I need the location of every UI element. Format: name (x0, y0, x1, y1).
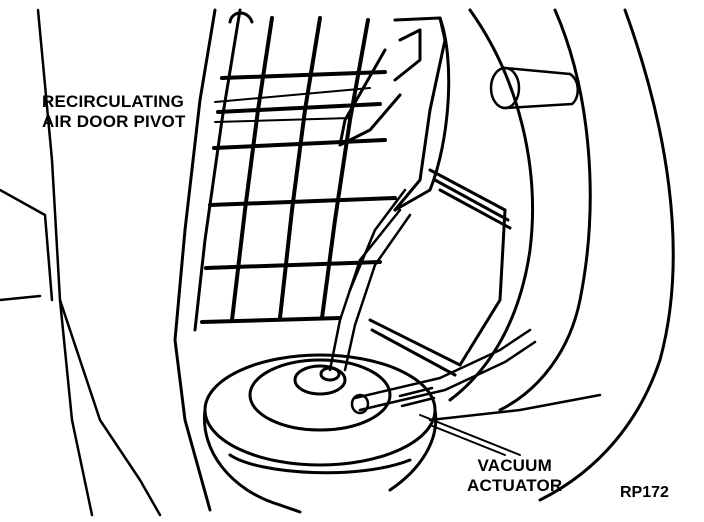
actuator-rod (328, 188, 412, 372)
pipe-fitting (489, 66, 579, 110)
label-line: VACUUM (477, 456, 552, 475)
left-panel (0, 8, 162, 517)
recirculating-air-door-pivot-label: RECIRCULATING AIR DOOR PIVOT (42, 92, 186, 132)
vacuum-actuator (202, 353, 438, 514)
vacuum-actuator-label: VACUUM ACTUATOR (467, 456, 562, 496)
air-door (228, 11, 451, 212)
figure-code: RP172 (620, 484, 669, 501)
label-line: AIR DOOR PIVOT (42, 112, 186, 131)
label-line: RECIRCULATING (42, 92, 185, 111)
leader-lines (214, 87, 521, 456)
label-line: ACTUATOR (467, 476, 563, 495)
vacuum-hose (350, 328, 602, 422)
rear-screen (368, 168, 512, 377)
housing-outline (173, 8, 675, 512)
